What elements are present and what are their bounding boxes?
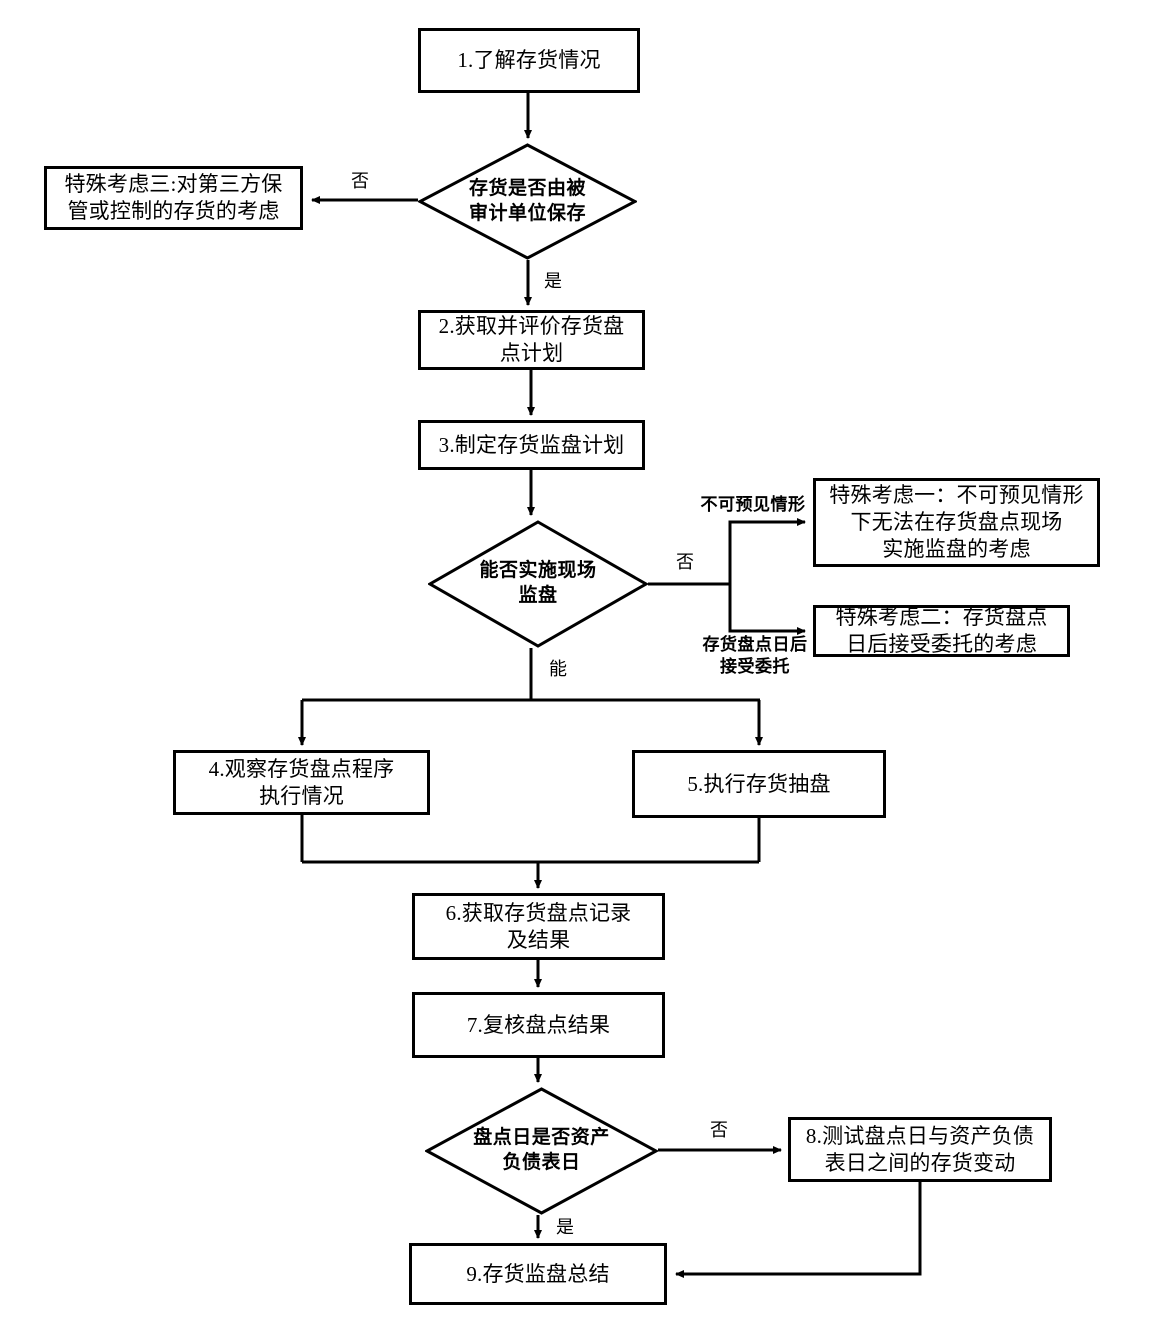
node-decision3[interactable]: 盘点日是否资产 负债表日 [425, 1087, 658, 1215]
node-step4[interactable]: 4.观察存货盘点程序 执行情况 [173, 750, 430, 815]
edge-decision2-to-special2 [728, 584, 806, 635]
edge-decision2-to-special1 [648, 518, 806, 586]
edge-label-decision2-yes: 能 [549, 659, 567, 679]
node-special1-label: 特殊考虑一：不可预见情形 下无法在存货盘点现场 实施监盘的考虑 [829, 483, 1084, 561]
edge-label-decision2-after-count-date: 存货盘点日后 接受委托 [702, 635, 808, 677]
node-special3[interactable]: 特殊考虑三:对第三方保 管或控制的存货的考虑 [44, 166, 303, 230]
node-step8-label: 8.测试盘点日与资产负债 表日之间的存货变动 [805, 1123, 1035, 1175]
node-step9-label: 9.存货监盘总结 [466, 1261, 610, 1286]
edge-label-decision2-unforeseen: 不可预见情形 [700, 495, 806, 514]
node-step8[interactable]: 8.测试盘点日与资产负债 表日之间的存货变动 [788, 1117, 1052, 1182]
node-step6[interactable]: 6.获取存货盘点记录 及结果 [412, 893, 665, 960]
node-step1[interactable]: 1.了解存货情况 [418, 28, 640, 93]
edge-label-decision3-yes: 是 [556, 1217, 574, 1237]
node-decision2-label: 能否实施现场 监盘 [479, 560, 597, 606]
node-step5[interactable]: 5.执行存货抽盘 [632, 750, 886, 818]
decision3-shape [425, 1087, 658, 1215]
node-special2-label: 特殊考虑二：存货盘点 日后接受委托的考虑 [835, 605, 1048, 656]
edge-label-decision2-no: 否 [676, 552, 694, 572]
node-step4-label: 4.观察存货盘点程序 执行情况 [208, 756, 395, 808]
node-step2[interactable]: 2.获取并评价存货盘 点计划 [418, 310, 645, 370]
node-step3[interactable]: 3.制定存货监盘计划 [418, 420, 645, 470]
node-step9[interactable]: 9.存货监盘总结 [409, 1243, 667, 1305]
node-special1[interactable]: 特殊考虑一：不可预见情形 下无法在存货盘点现场 实施监盘的考虑 [813, 478, 1100, 567]
node-step2-label: 2.获取并评价存货盘 点计划 [438, 314, 625, 365]
node-step7-label: 7.复核盘点结果 [466, 1012, 611, 1037]
decision2-shape [428, 520, 648, 648]
edge-label-decision3-no: 否 [710, 1120, 728, 1140]
node-step3-label: 3.制定存货监盘计划 [438, 432, 625, 457]
node-decision1-label: 存货是否由被 审计单位保存 [468, 177, 586, 224]
node-step5-label: 5.执行存货抽盘 [687, 771, 831, 796]
node-decision3-label: 盘点日是否资产 负债表日 [473, 1127, 610, 1173]
edge-label-decision1-no: 否 [351, 171, 369, 191]
node-decision1[interactable]: 存货是否由被 审计单位保存 [418, 143, 637, 260]
edge-step8-to-step9 [675, 1182, 922, 1278]
decision1-shape [418, 143, 637, 260]
node-step6-label: 6.获取存货盘点记录 及结果 [445, 900, 632, 952]
node-special3-label: 特殊考虑三:对第三方保 管或控制的存货的考虑 [64, 172, 283, 223]
node-decision2[interactable]: 能否实施现场 监盘 [428, 520, 648, 648]
node-step1-label: 1.了解存货情况 [457, 48, 601, 73]
node-step7[interactable]: 7.复核盘点结果 [412, 992, 665, 1058]
node-special2[interactable]: 特殊考虑二：存货盘点 日后接受委托的考虑 [813, 605, 1070, 657]
edge-label-decision1-yes: 是 [544, 271, 562, 291]
